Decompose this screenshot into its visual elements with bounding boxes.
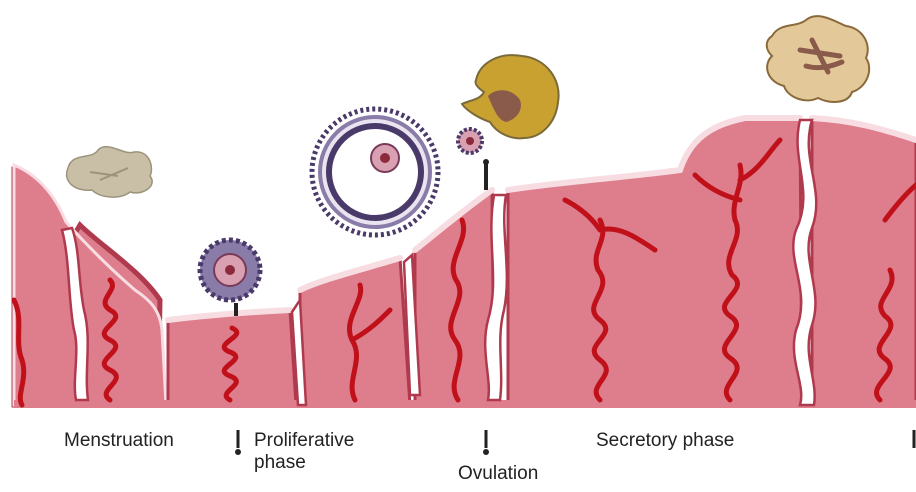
regressing-corpus-luteum-icon: [767, 16, 869, 102]
ovulation-label: Ovulation: [458, 463, 538, 485]
primary-follicle-icon: [200, 240, 260, 316]
menstruation-label: Menstruation: [64, 430, 174, 452]
ovulated-oocyte-icon: [458, 129, 489, 190]
corpus-luteum-icon: [462, 55, 559, 138]
secretory-phase-label: Secretory phase: [596, 430, 734, 452]
proliferative-phase-label: Proliferative phase: [254, 430, 354, 474]
corpus-albicans-icon: [67, 147, 153, 197]
graafian-follicle-icon: [312, 109, 438, 235]
